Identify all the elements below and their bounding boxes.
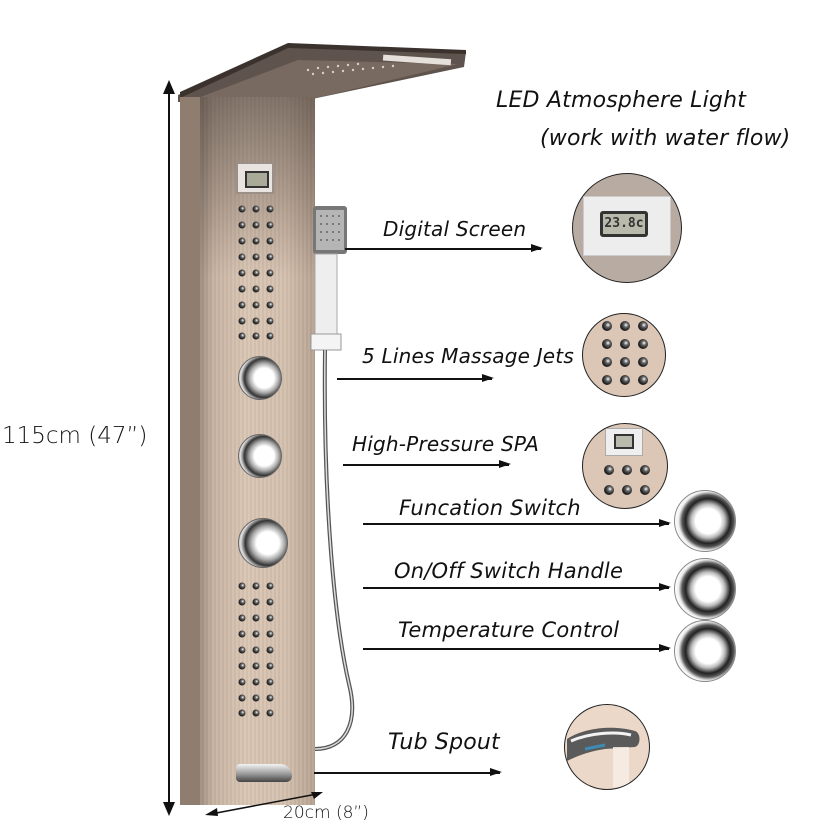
arrow-tub-spout — [314, 769, 502, 775]
feature-label-high-pressure-spa: High-Pressure SPA — [352, 432, 540, 456]
feature-label-temperature-control: Temperature Control — [398, 618, 620, 642]
on-off-switch-knob[interactable] — [238, 434, 282, 478]
handheld-shower-icon — [310, 206, 355, 751]
temperature-control-knob[interactable] — [238, 518, 288, 568]
height-dimension-label: 115cm (47”) — [2, 423, 148, 449]
feature-label-function-switch: Funcation Switch — [399, 496, 581, 520]
jets-grid-icon — [238, 582, 274, 717]
function-switch-knob[interactable] — [238, 356, 282, 400]
feature-label-on-off-switch: On/Off Switch Handle — [394, 559, 624, 583]
height-dimension-arrow — [163, 80, 175, 816]
on-off-switch-closeup — [674, 558, 736, 620]
spa-jets-closeup — [582, 423, 668, 509]
arrow-high-pressure-spa — [343, 461, 511, 467]
rain-shower-head — [178, 40, 468, 102]
led-light-subtitle: (work with water flow) — [540, 126, 791, 151]
tub-spout-closeup — [564, 704, 650, 790]
function-switch-closeup — [674, 490, 736, 552]
arrow-massage-jets — [337, 375, 494, 381]
panel-digital-screen — [236, 162, 274, 194]
arrow-on-off-switch — [363, 584, 671, 590]
feature-label-massage-jets: 5 Lines Massage Jets — [362, 344, 574, 368]
feature-label-digital-screen: Digital Screen — [383, 217, 527, 241]
width-dimension-label: 20cm (8”) — [283, 803, 369, 823]
temperature-readout: 23.8c — [600, 211, 648, 237]
digital-screen-closeup: 23.8c — [572, 173, 682, 283]
lower-massage-jets — [238, 582, 278, 722]
panel-tub-spout — [236, 764, 292, 782]
arrow-digital-screen — [345, 245, 543, 251]
led-light-title: LED Atmosphere Light — [496, 88, 747, 113]
massage-jets-closeup — [582, 313, 666, 397]
handheld-shower[interactable] — [305, 204, 365, 764]
temperature-control-closeup — [674, 620, 736, 682]
upper-massage-jets — [238, 205, 278, 345]
rain-shower-head-icon — [178, 43, 466, 102]
arrow-function-switch — [363, 520, 671, 526]
arrow-temperature-control — [363, 645, 671, 651]
feature-label-tub-spout: Tub Spout — [388, 730, 500, 755]
width-dimension-arrow — [205, 788, 325, 818]
jets-grid-icon — [238, 205, 274, 340]
